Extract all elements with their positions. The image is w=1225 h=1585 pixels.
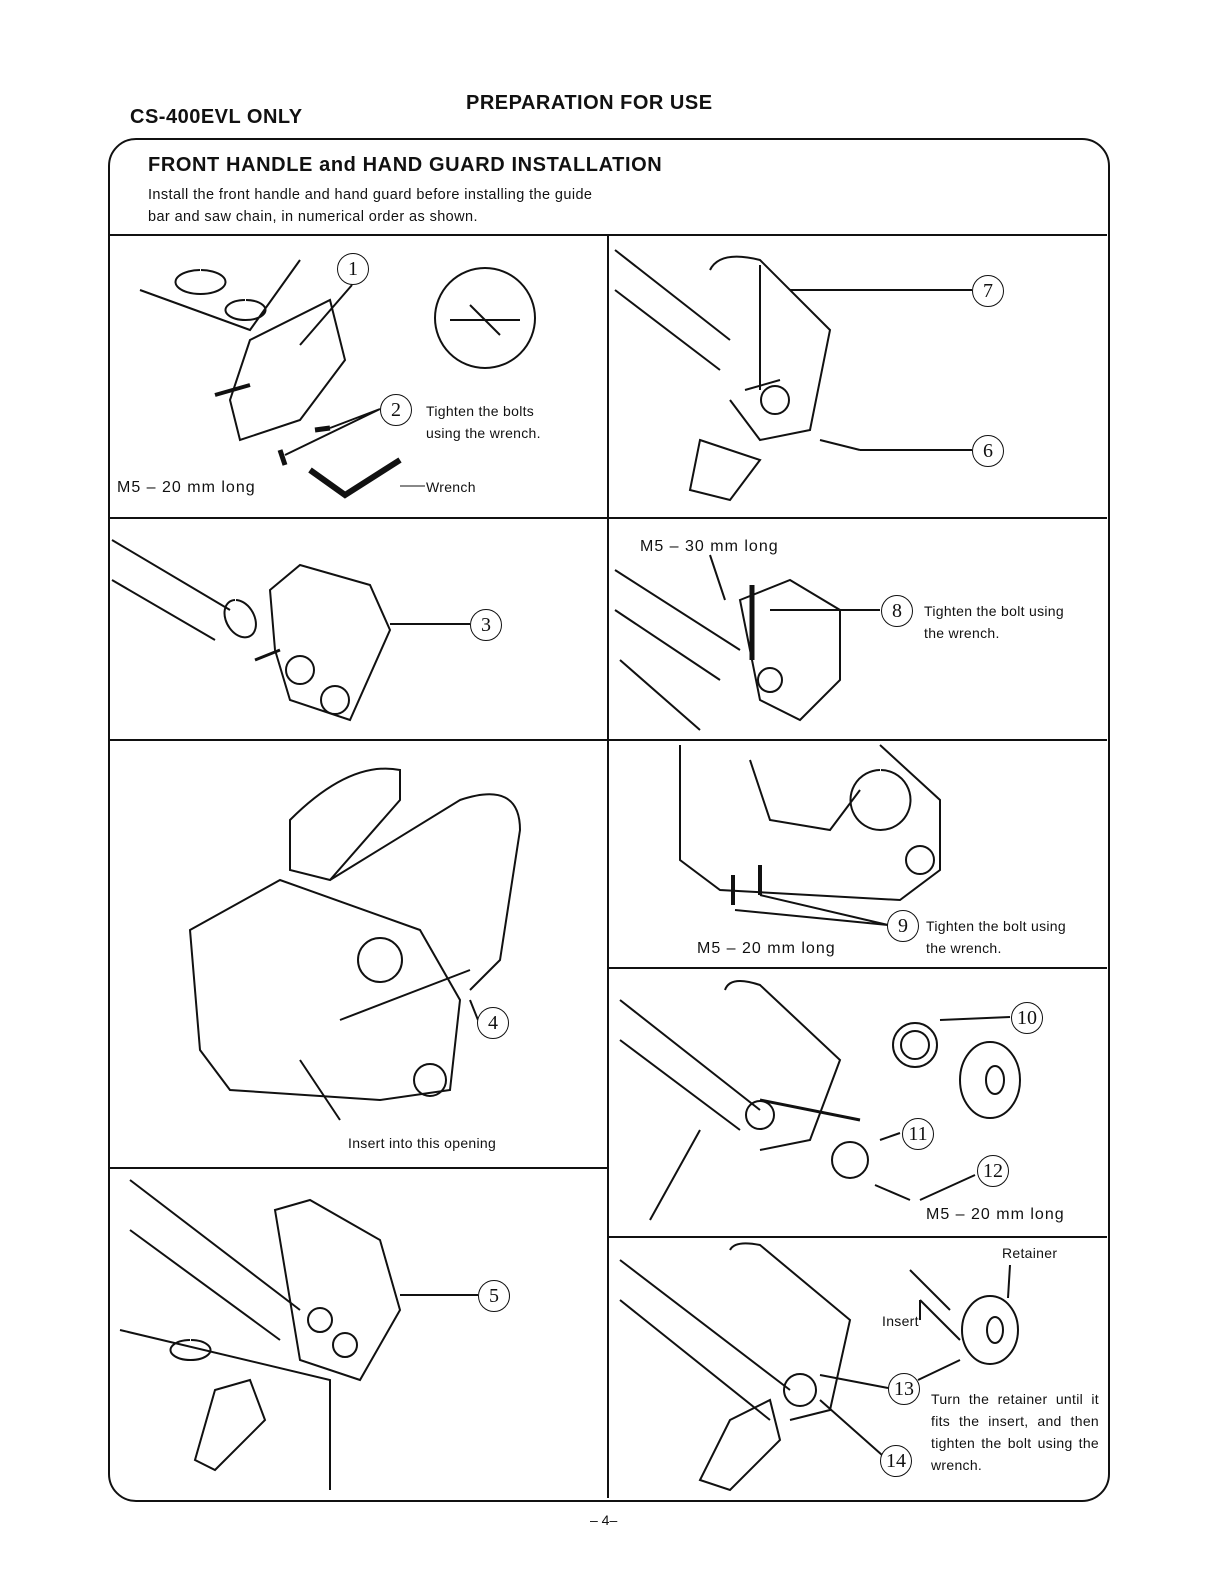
step-1-callout: 1 [337,253,369,285]
tighten-bolts-line1: Tighten the bolts [426,403,535,419]
step-14-callout: 14 [880,1445,912,1477]
step-8-callout: 8 [881,595,913,627]
box-title: FRONT HANDLE and HAND GUARD INSTALLATION [148,154,663,176]
handle-mount-illustration [119,1179,478,1490]
engine-housing-illustration [139,259,536,499]
section-title: PREPARATION FOR USE [466,92,713,114]
bolt-spec-label: M5 – 30 mm long [640,538,779,555]
tighten-bolt-line1: Tighten the bolt using [924,603,1064,619]
handle-front-illustration [614,249,972,502]
retainer-instruction: Turn the retainer until it fits the inse… [931,1391,1099,1473]
bolt-spec-label: M5 – 20 mm long [117,479,256,496]
engine-bottom-illustration [679,744,941,926]
tighten-bolt-line2: the wrench. [926,940,1002,956]
divider [607,234,609,1498]
divider [109,1167,608,1169]
insert-label: Insert [882,1313,919,1329]
divider [109,517,1107,519]
final-assembly-illustration [619,1242,1019,1492]
retainer-parts-illustration [619,980,1021,1221]
step-4-callout: 4 [477,1007,509,1039]
box-desc-line2: bar and saw chain, in numerical order as… [148,209,478,225]
divider [608,967,1107,969]
divider [109,739,1107,741]
model-note: CS-400EVL ONLY [130,106,303,128]
step-13-callout: 13 [888,1373,920,1405]
step-9-callout: 9 [887,910,919,942]
step-6-callout: 6 [972,435,1004,467]
handle-tube-illustration [111,539,470,722]
bolt-spec-label: M5 – 20 mm long [697,940,836,957]
bolt-install-illustration [614,554,880,731]
step-2-callout: 2 [380,394,412,426]
bolt-spec-label: M5 – 20 mm long [926,1206,1065,1223]
step-11-callout: 11 [902,1118,934,1150]
page-number: – 4– [590,1512,618,1528]
step-10-callout: 10 [1011,1002,1043,1034]
chainsaw-body-illustration [188,767,522,1121]
step-7-callout: 7 [972,275,1004,307]
step-12-callout: 12 [977,1155,1009,1187]
tighten-bolts-line2: using the wrench. [426,425,541,441]
step-5-callout: 5 [478,1280,510,1312]
step-3-callout: 3 [470,609,502,641]
wrench-label: Wrench [426,479,476,495]
instruction-frame [108,138,1110,1502]
divider [608,1236,1107,1238]
tighten-bolt-line1: Tighten the bolt using [926,918,1066,934]
retainer-label: Retainer [1002,1245,1058,1261]
box-desc-line1: Install the front handle and hand guard … [148,187,593,203]
tighten-bolt-line2: the wrench. [924,625,1000,641]
insert-opening-note: Insert into this opening [348,1135,497,1151]
